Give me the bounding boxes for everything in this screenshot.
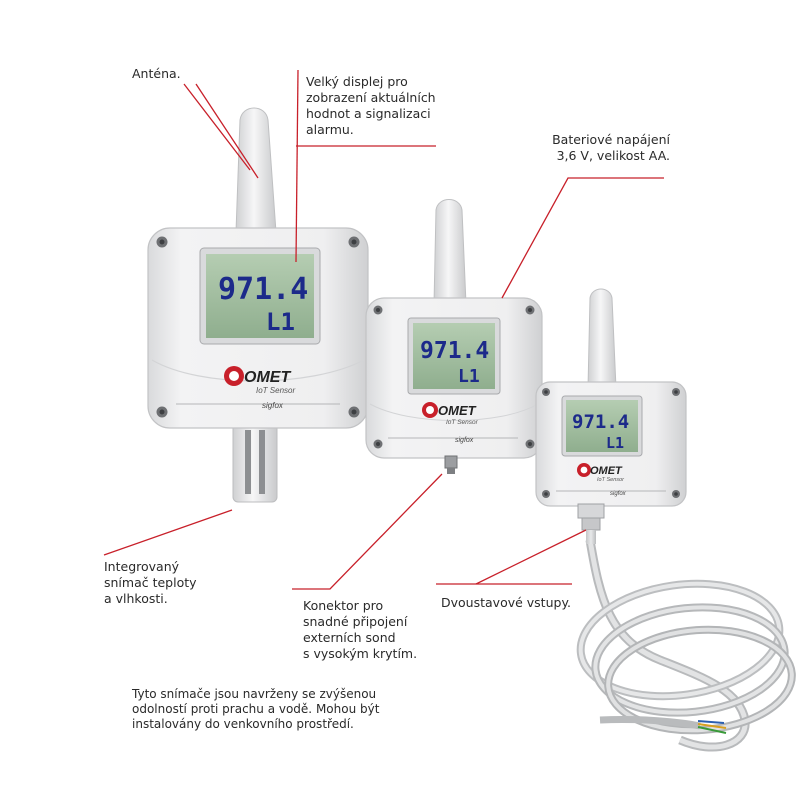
label-sensor: Integrovaný snímač teploty a vlhkosti.	[104, 559, 197, 606]
info-note: Tyto snímače jsou navrženy se zvýšenou o…	[132, 687, 380, 731]
label-antenna: Anténa.	[132, 66, 181, 81]
comet-logo: OMET IoT Sensor	[224, 366, 295, 395]
svg-text:sigfox: sigfox	[610, 491, 627, 497]
svg-text:OMET: OMET	[590, 465, 623, 477]
svg-text:IoT Sensor: IoT Sensor	[597, 477, 625, 483]
svg-text:971.4: 971.4	[218, 272, 308, 307]
svg-text:IoT Sensor: IoT Sensor	[256, 386, 295, 395]
device-large: 971.4 L1 OMET IoT Sensor sigfox	[147, 107, 369, 503]
label-battery: Bateriové napájení 3,6 V, velikost AA.	[552, 132, 670, 163]
svg-text:sigfox: sigfox	[262, 401, 284, 410]
leader-lines	[103, 69, 664, 590]
device-small: 971.4 L1 OMET IoT Sensor sigfox	[535, 288, 687, 544]
svg-text:L1: L1	[606, 434, 624, 452]
device-medium: 971.4 L1 OMET IoT Sensor sigfox	[365, 199, 543, 474]
leader-sensor	[103, 509, 233, 556]
svg-text:OMET: OMET	[438, 403, 477, 418]
leader-connector	[292, 473, 443, 590]
svg-text:L1: L1	[458, 366, 480, 387]
leader-antenna	[195, 83, 259, 179]
leader-antenna	[183, 83, 251, 171]
svg-text:L1: L1	[266, 308, 295, 336]
svg-text:sigfox: sigfox	[455, 437, 474, 444]
leader-display	[295, 69, 299, 263]
svg-text:971.4: 971.4	[572, 411, 629, 433]
label-inputs: Dvoustavové vstupy.	[441, 595, 572, 610]
leader-battery	[501, 177, 664, 299]
svg-text:971.4: 971.4	[420, 338, 489, 364]
leader-inputs	[475, 529, 587, 585]
svg-text:IoT Sensor: IoT Sensor	[446, 419, 479, 426]
cable-coil	[576, 539, 796, 752]
label-connector: Konektor pro snadné připojení externích …	[303, 598, 418, 661]
svg-text:OMET: OMET	[244, 369, 291, 386]
label-display: Velký displej pro zobrazení aktuálních h…	[306, 74, 436, 137]
